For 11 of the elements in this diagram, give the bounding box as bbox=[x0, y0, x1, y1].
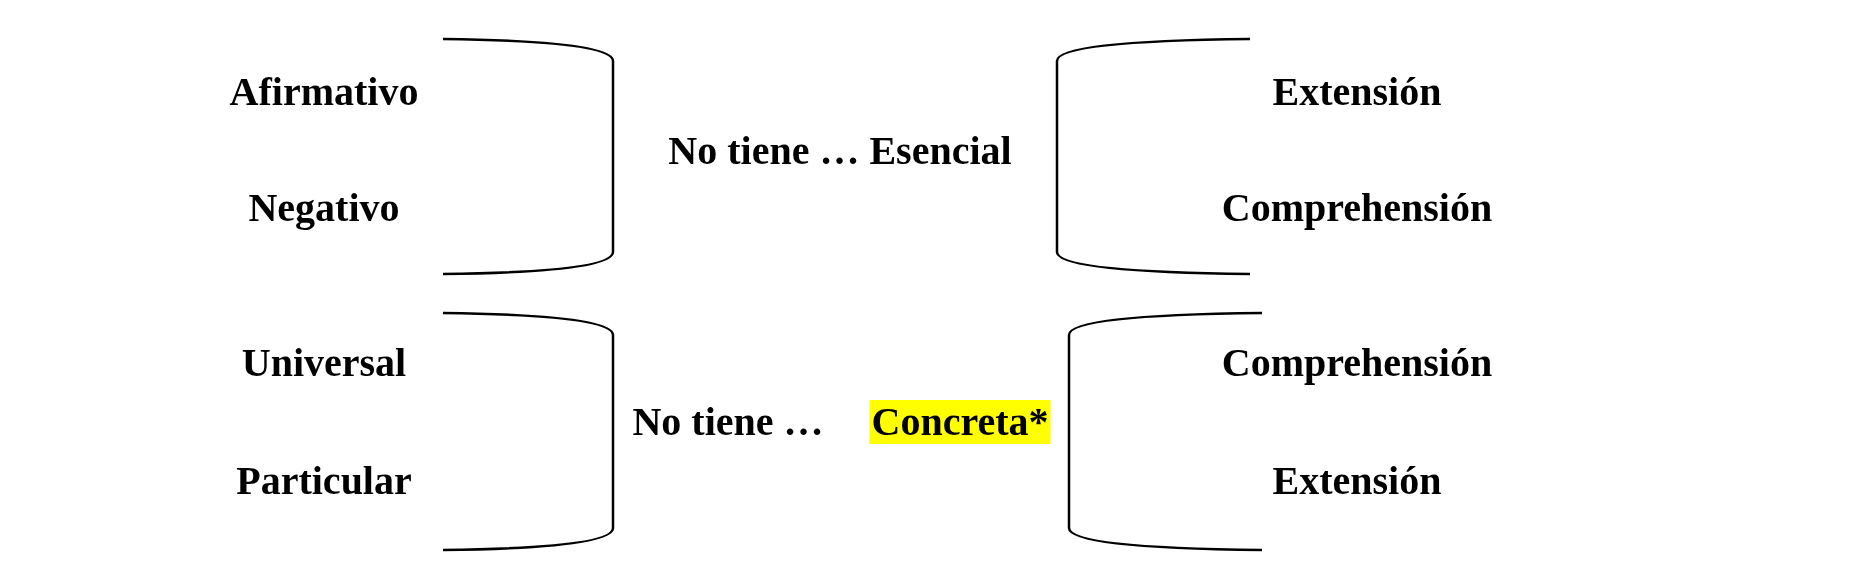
term-label: Comprehensión bbox=[1221, 186, 1493, 230]
term-label: Universal bbox=[241, 341, 407, 385]
term-label: Extensión bbox=[1272, 459, 1442, 503]
term-label: Particular bbox=[236, 459, 412, 503]
term-label: Extensión bbox=[1272, 70, 1442, 114]
term-label: Negativo bbox=[248, 186, 400, 230]
term-label: Afirmativo bbox=[229, 70, 419, 114]
term-label: Comprehensión bbox=[1221, 341, 1493, 385]
relation-text: No tiene … Esencial bbox=[668, 129, 1012, 173]
highlighted-term: Concreta* bbox=[869, 400, 1051, 444]
relation-text: No tiene … bbox=[632, 400, 824, 444]
